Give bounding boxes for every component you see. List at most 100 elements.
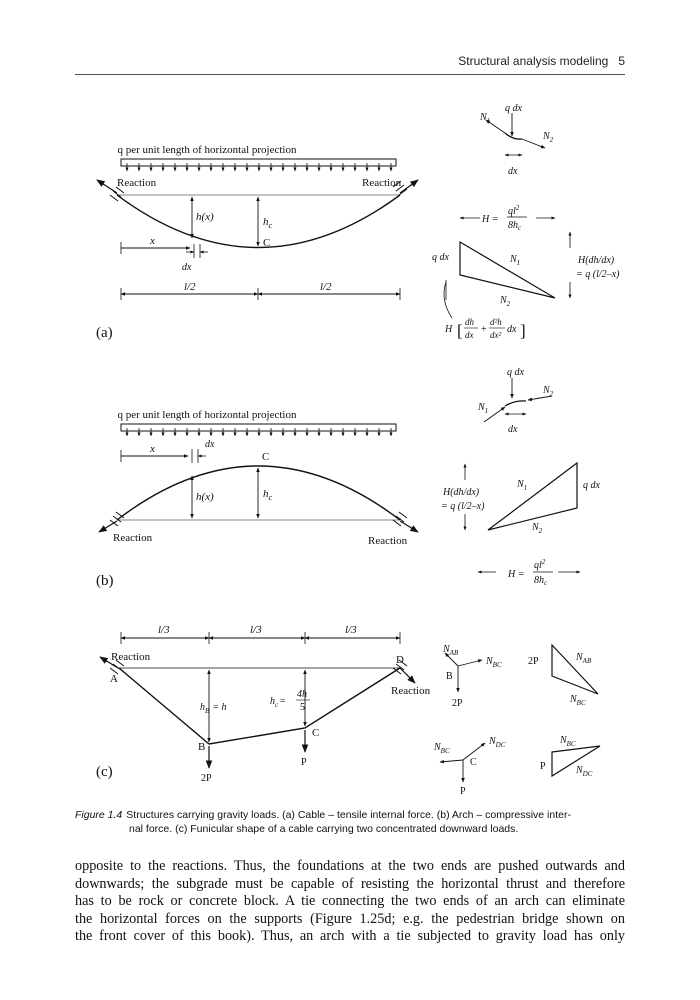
caption-text-1: Structures carrying gravity loads. (a) C…: [126, 809, 571, 821]
panel-c: l/3 l/3 l/3 Reaction A D Reaction hB= h …: [96, 624, 601, 797]
elem-qdx: q dx: [505, 103, 523, 114]
tc-nbc: NBC: [559, 735, 576, 748]
H-left: H =: [507, 569, 524, 580]
load-p-label: P: [301, 757, 307, 768]
tri-bottom-expression: H [ dh dx + d²h dx² dx ]: [444, 317, 526, 340]
hx-label: h(x): [196, 211, 214, 223]
third-2-label: l/3: [250, 624, 262, 636]
hc-label: hc=: [270, 696, 286, 709]
distributed-load-bar: [120, 423, 397, 432]
elem-dx: dx: [508, 166, 518, 177]
dx-label: dx: [205, 439, 215, 450]
tri-qdx: q dx: [583, 480, 601, 491]
reaction-right-label: Reaction: [362, 177, 402, 189]
elem-dx: dx: [508, 424, 518, 435]
reaction-left-arrow: [99, 656, 119, 669]
x-label: x: [149, 235, 155, 247]
svg-text:]: ]: [520, 321, 526, 340]
reaction-right-arrow: [399, 179, 419, 194]
tc-ndc: NDC: [575, 765, 593, 778]
tri-H-dh1: H(dh/dx): [442, 487, 480, 498]
arch-curve: [116, 465, 401, 521]
reaction-left-arrow: [96, 179, 118, 194]
panel-b: q per unit length of horizontal projecti…: [96, 367, 601, 589]
elem-qdx: q dx: [507, 367, 525, 378]
body-line: the horizontal forces on the supports (F…: [75, 910, 625, 927]
reaction-right-arrow: [399, 520, 419, 533]
panel-b-label: (b): [96, 573, 114, 589]
funicular-cable: [118, 667, 401, 745]
H-num: ql2: [534, 558, 546, 571]
force-triangle-b: [487, 461, 578, 531]
force-triangle-a: [459, 240, 556, 299]
caption-line-2: nal force. (c) Funicular shape of a cabl…: [129, 823, 519, 835]
elem-n2: N2: [542, 385, 554, 398]
panel-c-label: (c): [96, 764, 113, 780]
jc-ndc: NDC: [488, 736, 506, 749]
svg-text:d²h: d²h: [490, 317, 502, 327]
tri-H-dh2: = q (l/2–x): [441, 501, 485, 512]
point-c-label: C: [262, 451, 269, 463]
tri-H-dh1: H(dh/dx): [577, 255, 615, 266]
body-line: downwards; the subgrade must be capable …: [75, 875, 625, 892]
svg-text:dx: dx: [465, 330, 474, 340]
caption-label: Figure 1.4: [75, 809, 123, 821]
support-right-hatch: [392, 511, 408, 527]
jc-c: C: [470, 757, 477, 768]
elem-n2-arrow: [521, 138, 546, 149]
tb-nab: NAB: [575, 652, 592, 665]
hc-label: hc: [263, 216, 273, 230]
load-arrows: [125, 163, 393, 172]
point-c-label: C: [312, 727, 319, 739]
point-b-label: B: [198, 741, 205, 753]
body-paragraph: opposite to the reactions. Thus, the fou…: [75, 858, 625, 946]
tri-n1: N1: [516, 479, 527, 492]
jb-nbc: NBC: [485, 656, 502, 669]
load-arrows: [125, 428, 393, 437]
page-number: 5: [618, 54, 625, 68]
body-line: opposite to the reactions. Thus, the fou…: [75, 858, 625, 874]
jb-2p: 2P: [452, 698, 463, 709]
running-title: Structural analysis modeling: [458, 54, 609, 68]
elem-n1-arrow: [485, 119, 506, 134]
svg-text:H: H: [444, 324, 453, 335]
panel-a-label: (a): [96, 325, 113, 341]
svg-text:dx: dx: [507, 324, 517, 335]
jc-nbc: NBC: [433, 742, 450, 755]
tb-2p: 2P: [528, 656, 539, 667]
support-left-hatch: [109, 186, 125, 202]
cable-curve: [116, 194, 401, 249]
half-left-label: l/2: [184, 281, 196, 293]
svg-text:+: +: [481, 324, 487, 335]
half-right-label: l/2: [320, 281, 332, 293]
force-triangle-c-joint: [551, 745, 601, 778]
jc-p: P: [460, 786, 466, 797]
support-right-hatch: [392, 659, 408, 675]
reaction-right-label: Reaction: [368, 535, 408, 547]
elem-n1-arrow: [483, 406, 506, 423]
reaction-left-label: Reaction: [117, 177, 157, 189]
point-a-label: A: [110, 673, 118, 685]
elem-n2-arrow: [527, 395, 553, 402]
support-right-hatch: [392, 180, 408, 196]
tc-p: P: [540, 761, 546, 772]
elem-n1: N1: [477, 402, 488, 415]
elem-n1: N1: [479, 112, 490, 125]
header-rule: [75, 74, 625, 75]
dx-label: dx: [182, 262, 192, 273]
tri-H-num: ql2: [508, 204, 520, 217]
distributed-load-bar: [120, 158, 397, 167]
elem-n2: N2: [542, 131, 554, 144]
load-2p-label: 2P: [201, 773, 212, 784]
force-triangle-b-joint: [551, 643, 599, 695]
load-label: q per unit length of horizontal projecti…: [117, 409, 297, 421]
point-d-label: D: [396, 654, 404, 666]
tri-H-left: H =: [481, 214, 498, 225]
tri-H-den: 8hc: [508, 220, 522, 232]
reaction-right-label: Reaction: [391, 685, 431, 697]
body-line: the front cover of this book). Thus, an …: [75, 928, 625, 944]
running-header: Structural analysis modeling 5: [75, 54, 625, 72]
